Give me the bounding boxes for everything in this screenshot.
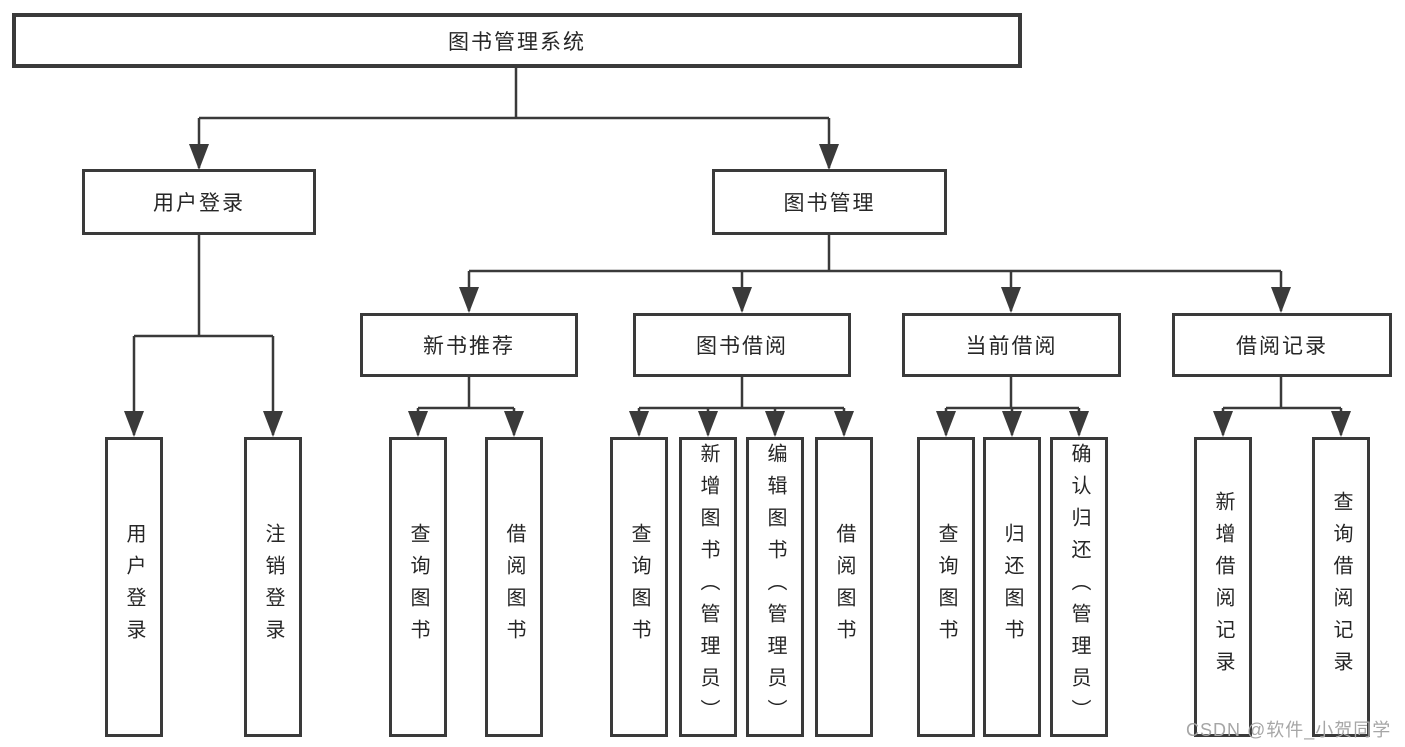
node-label: 归还图书 (1001, 523, 1023, 651)
node-query-books-current: 查询图书 (917, 437, 975, 737)
node-add-book-admin: 新增图书（管理员） (679, 437, 737, 737)
node-label: 注销登录 (262, 523, 284, 651)
node-label: 查询图书 (407, 523, 429, 651)
node-book-borrowing: 图书借阅 (633, 313, 851, 377)
arrowhead-icon (504, 411, 524, 437)
node-query-books-borrowing: 查询图书 (610, 437, 668, 737)
node-borrow-books-borrowing: 借阅图书 (815, 437, 873, 737)
arrowhead-icon (263, 411, 283, 437)
arrowhead-icon (1331, 411, 1351, 437)
arrowhead-icon (936, 411, 956, 437)
arrowhead-icon (698, 411, 718, 437)
node-user-login: 用户登录 (82, 169, 316, 235)
arrowhead-icon (629, 411, 649, 437)
node-label: 查询图书 (628, 523, 650, 651)
arrowhead-icon (408, 411, 428, 437)
node-query-borrow-record: 查询借阅记录 (1312, 437, 1370, 737)
node-library-management-system: 图书管理系统 (12, 13, 1022, 68)
node-label: 借阅图书 (503, 523, 525, 651)
node-edit-book-admin: 编辑图书（管理员） (746, 437, 804, 737)
node-label: 确认归还（管理员） (1068, 443, 1090, 731)
node-logout: 注销登录 (244, 437, 302, 737)
arrowhead-icon (1002, 411, 1022, 437)
node-label: 查询借阅记录 (1330, 491, 1352, 683)
node-label: 用户登录 (123, 523, 145, 651)
csdn-watermark: CSDN @软件_小贺同学 (1186, 720, 1392, 740)
arrowhead-icon (834, 411, 854, 437)
node-label: 新增图书（管理员） (697, 443, 719, 731)
arrowhead-icon (1271, 287, 1291, 313)
node-book-management: 图书管理 (712, 169, 947, 235)
tree-edges (132, 68, 1343, 435)
node-borrow-books-recommend: 借阅图书 (485, 437, 543, 737)
node-query-books-recommend: 查询图书 (389, 437, 447, 737)
node-label: 查询图书 (935, 523, 957, 651)
arrowhead-icon (819, 144, 839, 170)
arrowhead-icon (459, 287, 479, 313)
node-current-borrowing: 当前借阅 (902, 313, 1121, 377)
node-new-book-recommendation: 新书推荐 (360, 313, 578, 377)
node-label: 新增借阅记录 (1212, 491, 1234, 683)
node-add-borrow-record: 新增借阅记录 (1194, 437, 1252, 737)
arrowhead-icons (124, 144, 1351, 437)
arrowhead-icon (1069, 411, 1089, 437)
arrowhead-icon (189, 144, 209, 170)
node-label: 借阅图书 (833, 523, 855, 651)
node-confirm-return-admin: 确认归还（管理员） (1050, 437, 1108, 737)
arrowhead-icon (765, 411, 785, 437)
node-user-login-leaf: 用户登录 (105, 437, 163, 737)
arrowhead-icon (1001, 287, 1021, 313)
arrowhead-icon (124, 411, 144, 437)
arrowhead-icon (1213, 411, 1233, 437)
node-borrowing-records: 借阅记录 (1172, 313, 1392, 377)
node-label: 编辑图书（管理员） (764, 443, 786, 731)
arrowhead-icon (732, 287, 752, 313)
node-return-books: 归还图书 (983, 437, 1041, 737)
